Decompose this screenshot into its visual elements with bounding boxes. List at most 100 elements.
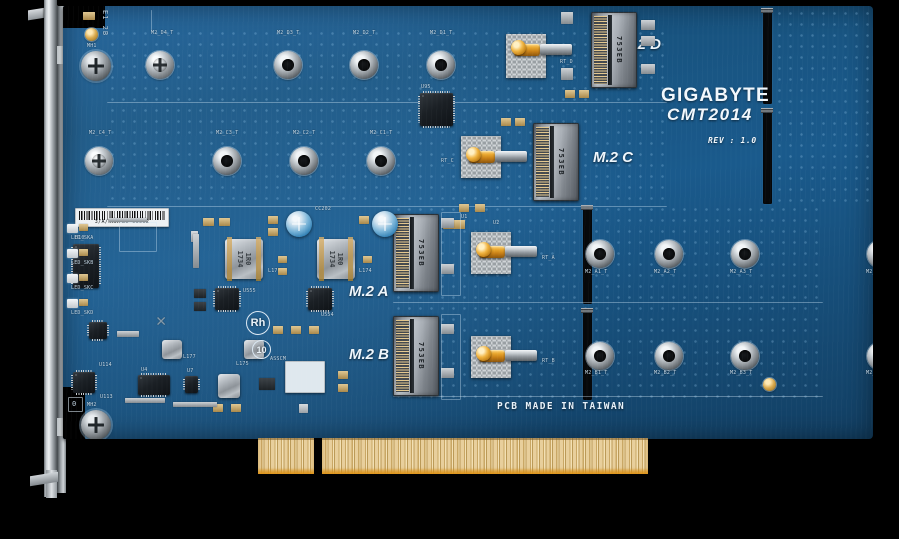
mounting-hole-mh2: [81, 410, 111, 439]
m2-connector-b-pins: [396, 320, 409, 392]
small-ic-u554-designator: U554: [321, 312, 334, 318]
slot-label-a: M.2 A: [349, 283, 389, 300]
inductor-l177-designator: L177: [183, 354, 196, 360]
m2-connector-a-slot: [410, 217, 414, 289]
standoff-c3: [213, 147, 241, 175]
inductor-designator-l176: L176: [268, 268, 281, 274]
mounting-hole-label-mh1: MH1: [87, 43, 97, 49]
led-skA: [67, 224, 78, 233]
standoff-label-b2: M2_B2_T: [654, 370, 677, 376]
header-pad-row-1: [109, 218, 147, 222]
small-ic-u114: [71, 370, 97, 395]
led-skC: [67, 274, 78, 283]
latch-knob-b[interactable]: [476, 346, 491, 361]
brand-logo-text: GIGABYTE: [661, 85, 770, 106]
smd-passive-6: [359, 216, 369, 224]
pad-right-d-5: [561, 68, 573, 80]
smd-passive-8: [278, 268, 287, 275]
assembly-pad: [285, 361, 325, 393]
smd-near-d-1: [565, 90, 575, 98]
standoff-b2: [655, 342, 683, 370]
slot-cutout-b-edge: [581, 308, 593, 313]
latch-post-d: [540, 44, 572, 55]
power-inductor-1: 1R0 1734: [225, 237, 263, 281]
serial-barcode-sticker: 3/A/HHAPB0 00002: [75, 208, 169, 227]
smd-passive-9: [363, 256, 372, 263]
assembly-label: ASSCM: [270, 356, 287, 362]
smd-passive-16: [338, 384, 348, 392]
standoff-label-a4: M2_A4_T: [866, 269, 873, 275]
standoff-label-b1: M2_B1_T: [585, 370, 608, 376]
soic-ic-u4-designator: U4: [141, 367, 148, 373]
slot-cutout-a-edge: [581, 205, 593, 210]
silk-outline-a-right: [441, 212, 461, 296]
pin1-marker-label: 0: [72, 400, 77, 408]
smd-passive-10: [194, 289, 206, 298]
m2-connector-c-code: 753EB: [556, 147, 565, 177]
silk-x-mark: ✕: [156, 311, 167, 331]
header-pad-row-2: [173, 402, 217, 407]
small-ic-u555: [213, 286, 241, 312]
led-skB: [67, 249, 78, 258]
via-field-right-plate: [763, 8, 873, 204]
latch-knob-c[interactable]: [466, 147, 481, 162]
led-skD-resistor: [79, 299, 88, 306]
silk-divider-d: [107, 10, 667, 103]
smd-passive-3: [219, 218, 230, 226]
m2-connector-d[interactable]: 753EB: [591, 12, 637, 88]
board-edge-marking: E1 2B: [101, 10, 109, 37]
serial-number-text: 3/A/HHAPB0 00002: [94, 219, 150, 225]
cap-designator-cc202: CC202: [315, 206, 332, 212]
small-ic-u554: [306, 286, 334, 312]
pad-right-b-2: [441, 368, 454, 378]
electrolytic-cap-2: [372, 211, 398, 237]
footprint-strip-a: [193, 234, 199, 268]
led-skA-resistor: [79, 224, 88, 231]
silk-outline-b-right: [441, 314, 461, 400]
pad-right-b-1: [441, 324, 454, 334]
standoff-label-b3: M2_B3_T: [730, 370, 753, 376]
standoff-label-b4: M2_B4_T: [866, 370, 873, 376]
smd-near-d-2: [579, 90, 589, 98]
mounting-hole-mh1: [81, 51, 111, 81]
small-ic-u114-designator: U114: [99, 362, 112, 368]
pcie-finger-segment-long: [322, 438, 648, 474]
slot-cutout-c-edge: [761, 108, 773, 113]
standoff-d2: [350, 51, 378, 79]
standoff-label-a1: M2_A1_T: [585, 269, 608, 275]
standoff-a1: [586, 240, 614, 268]
latch-knob-a[interactable]: [476, 242, 491, 257]
slot-cutout-c: [763, 112, 772, 204]
m2-connector-b[interactable]: 753EB: [393, 316, 439, 396]
latch-post-c: [495, 151, 527, 162]
power-inductor-1-marking: 1R0 1734: [236, 250, 252, 268]
slot-label-c: M.2 C: [593, 149, 634, 166]
m2-connector-a[interactable]: 753EB: [393, 214, 439, 292]
smd-near-a-1: [459, 204, 469, 212]
m2-connector-a-pins: [396, 218, 409, 288]
m2-connector-c[interactable]: 753EB: [533, 123, 579, 201]
retention-label-b: RT_B: [542, 358, 555, 364]
smd-near-c-1: [501, 118, 511, 126]
standoff-b3: [731, 342, 759, 370]
led-skB-resistor: [79, 249, 88, 256]
main-switch-ic: [418, 91, 455, 128]
slot-label-b: M.2 B: [349, 346, 390, 363]
silk-tick-1: [151, 10, 152, 32]
pad-right-a-2: [441, 264, 454, 274]
smd-near-c-2: [515, 118, 525, 126]
standoff-label-d1: M2_D1_T: [430, 30, 453, 36]
smd-passive-4: [268, 216, 278, 224]
inductor-l177: [162, 340, 182, 359]
pcie-finger-segment-short: [258, 438, 314, 474]
main-switch-ic-designator: U95: [421, 84, 431, 90]
led-label-skb: LED_SKB: [71, 260, 94, 266]
smd-passive-5: [268, 228, 278, 236]
m2-connector-b-code: 753EB: [416, 341, 425, 371]
pcie-edge-connector[interactable]: [258, 438, 648, 474]
latch-knob-d[interactable]: [511, 40, 526, 55]
inductor-l175-designator: L175: [236, 361, 249, 367]
bracket-fin-bottom: [46, 470, 57, 498]
gold-via-b: [763, 378, 776, 391]
model-text: CMT2014: [667, 105, 753, 124]
